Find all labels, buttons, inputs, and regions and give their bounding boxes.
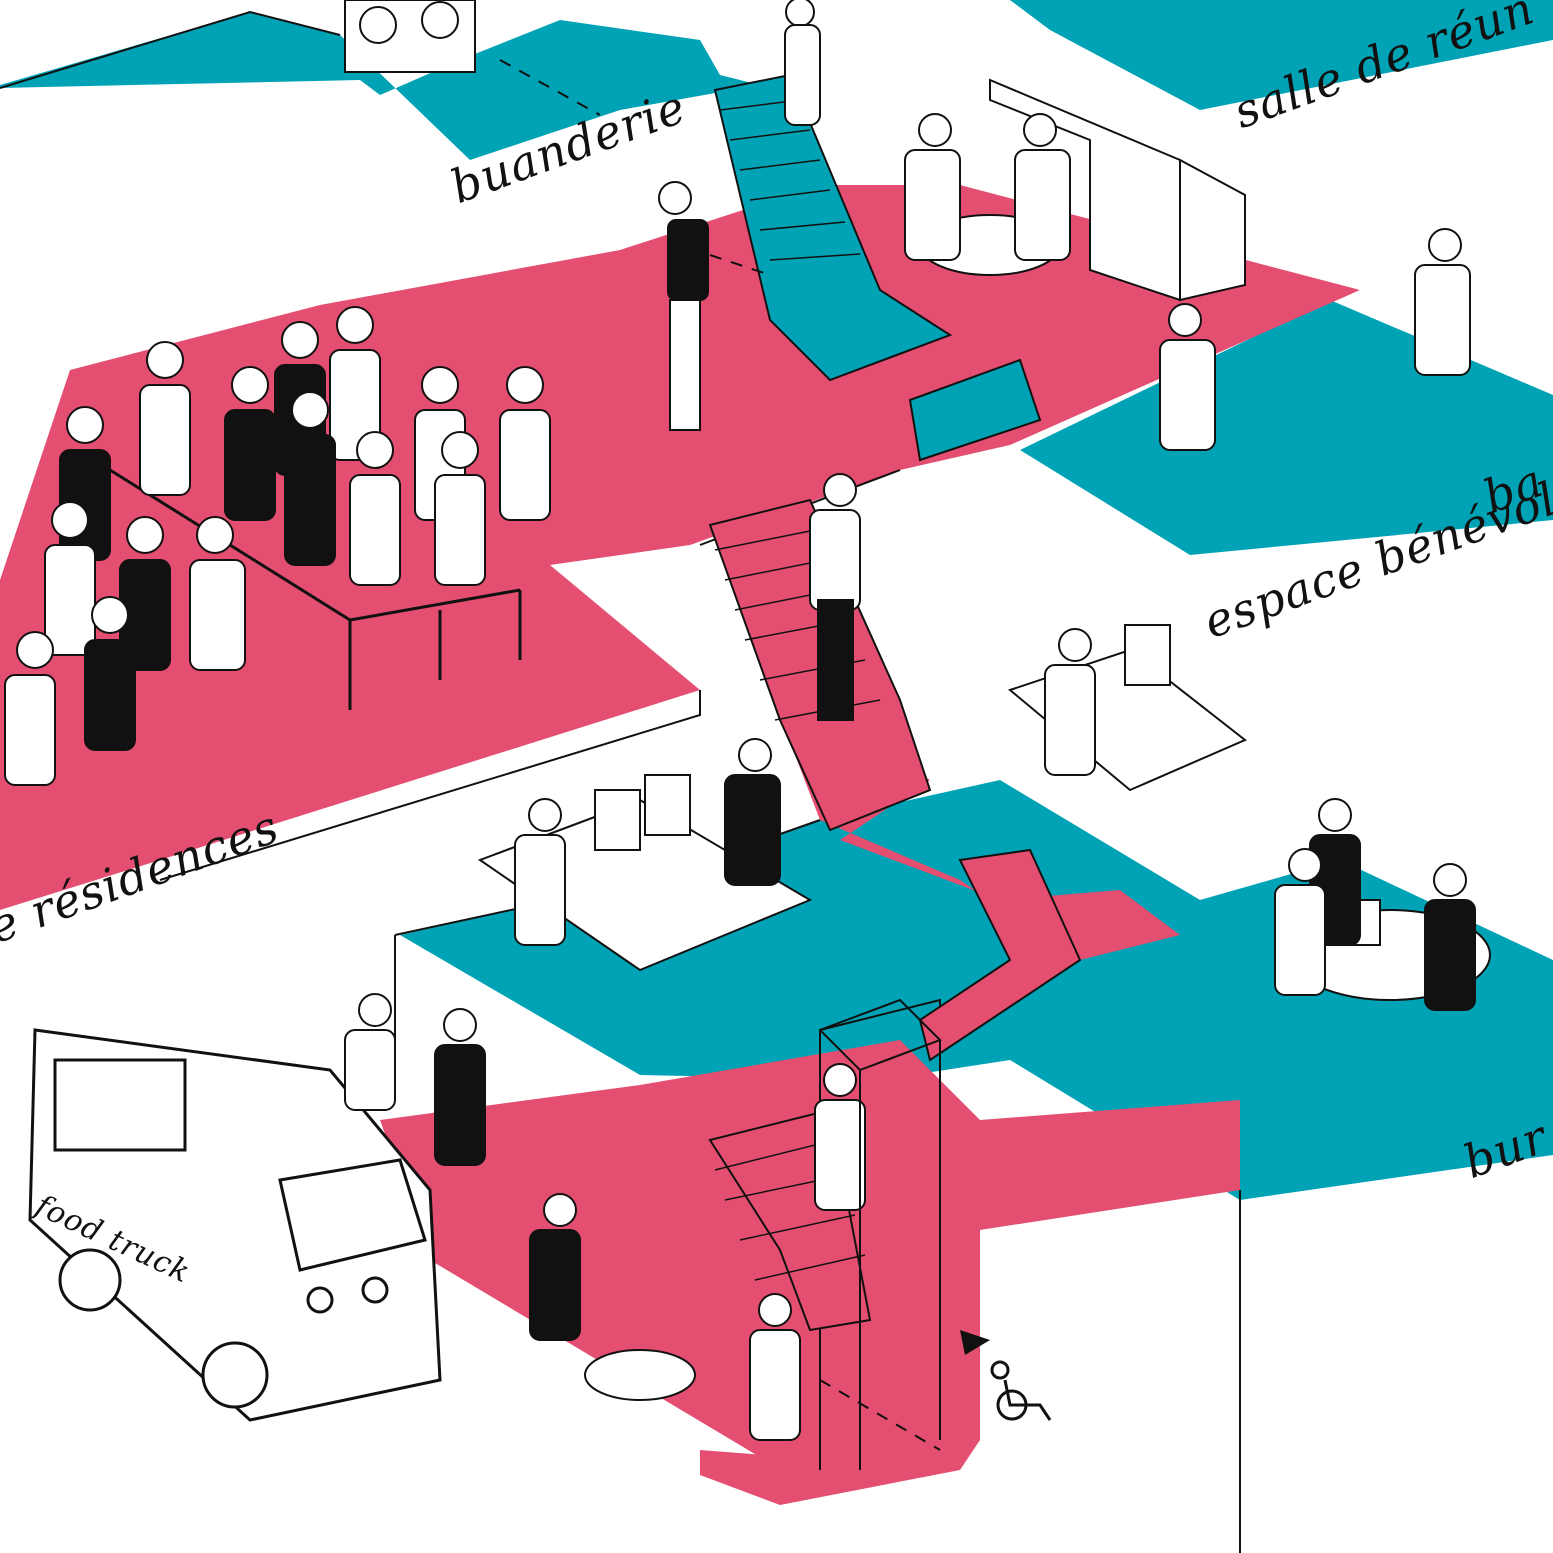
staircase-upper (713, 73, 1042, 462)
floor-laundry (0, 12, 760, 160)
washing-machines (344, 0, 476, 73)
wheelchair-icon (990, 1360, 1052, 1421)
person (344, 113, 1476, 1441)
dashed-lines (499, 59, 941, 1451)
bar-counter (989, 78, 1246, 302)
food-truck (28, 1028, 442, 1422)
crowd (4, 306, 551, 786)
arrow-icon (960, 1330, 990, 1355)
person (658, 181, 709, 431)
floor-top-right (1010, 0, 1553, 110)
railing (109, 468, 522, 710)
floor-bottom-edge (700, 1450, 960, 1505)
person (784, 0, 821, 126)
people (4, 0, 1476, 1441)
person (809, 473, 861, 721)
